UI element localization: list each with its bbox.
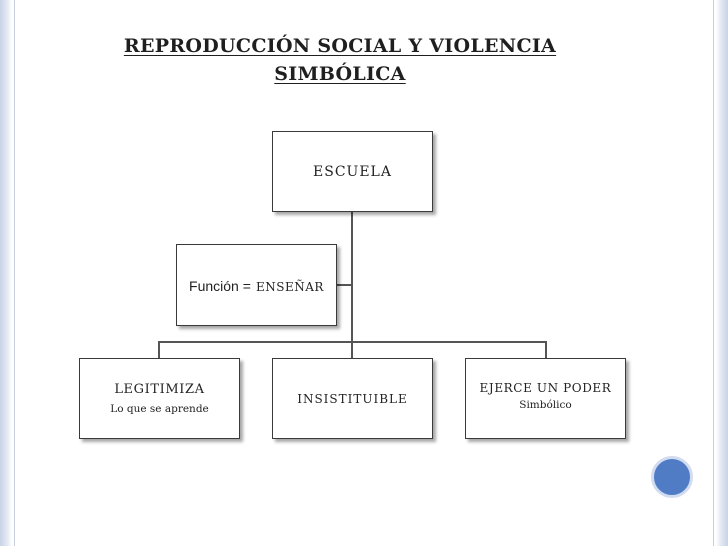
- node-funcion-label: Función =: [189, 277, 251, 294]
- slide-title-line1: REPRODUCCIÓN SOCIAL Y VIOLENCIA: [123, 35, 557, 57]
- slide-title: REPRODUCCIÓN SOCIAL Y VIOLENCIA SIMBÓLIC…: [70, 32, 610, 88]
- node-legitimiza-label: LEGITIMIZA: [114, 382, 205, 397]
- node-funcion-value: ENSEÑAR: [256, 279, 324, 294]
- node-funcion: Función = ENSEÑAR: [176, 244, 337, 326]
- right-decorative-stripe: [716, 0, 728, 546]
- node-insistituible-label: INSISTITUIBLE: [297, 391, 408, 406]
- connector-root-vertical: [351, 211, 353, 342]
- node-insistituible: INSISTITUIBLE: [272, 358, 433, 439]
- connector-child-right: [545, 341, 547, 358]
- node-funcion-text: Función = ENSEÑAR: [189, 276, 324, 295]
- node-ejerce-poder-sub: Simbólico: [519, 399, 572, 411]
- node-escuela-label: ESCUELA: [313, 163, 392, 180]
- slide-title-line2: SIMBÓLICA: [274, 63, 406, 85]
- node-legitimiza-sub: Lo que se aprende: [110, 403, 209, 415]
- node-escuela: ESCUELA: [272, 131, 433, 212]
- left-decorative-stripe: [0, 0, 12, 546]
- left-decorative-line: [14, 0, 15, 546]
- connector-child-left: [158, 341, 160, 358]
- node-ejerce-poder: EJERCE UN PODER Simbólico: [465, 358, 626, 439]
- connector-child-middle: [351, 341, 353, 358]
- decorative-circle: [651, 456, 693, 498]
- connector-side-horizontal: [336, 284, 352, 286]
- node-legitimiza: LEGITIMIZA Lo que se aprende: [79, 358, 240, 439]
- node-ejerce-poder-label: EJERCE UN PODER: [479, 381, 612, 395]
- right-decorative-line: [713, 0, 714, 546]
